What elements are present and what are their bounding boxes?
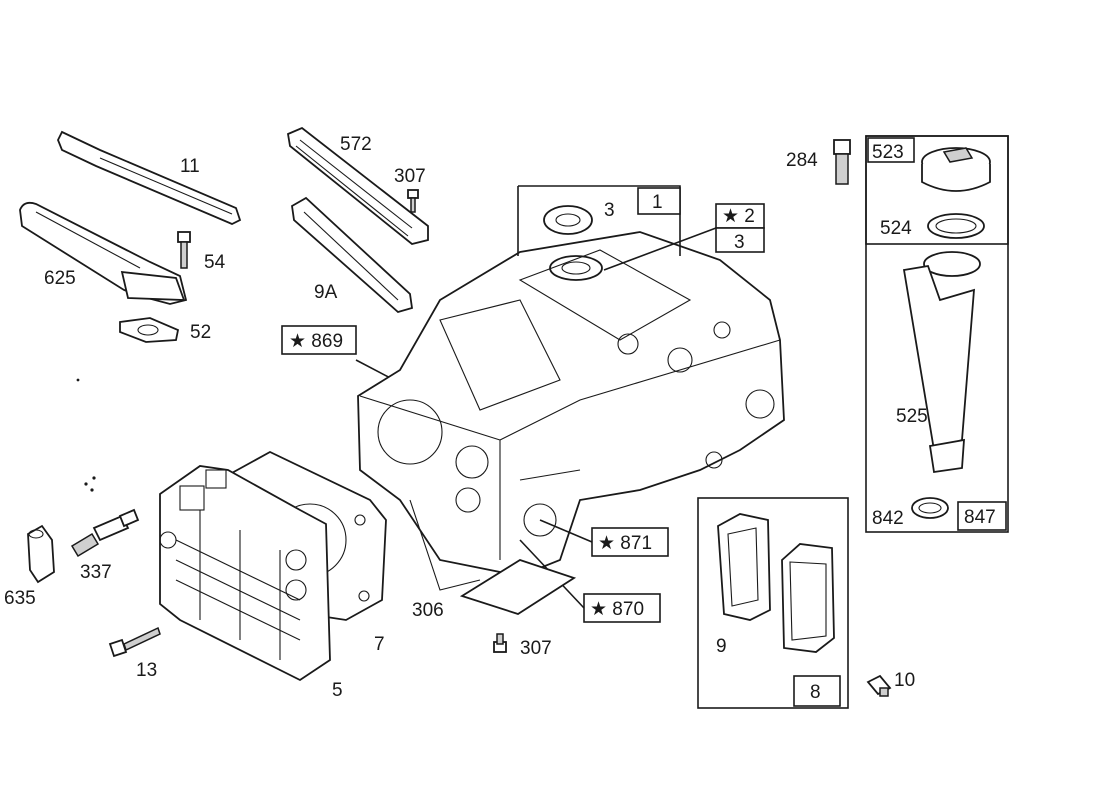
callout-52: 52	[190, 322, 211, 343]
callout-box-871	[591, 527, 669, 557]
stray-marks	[76, 378, 96, 492]
callout-3-box: 3	[734, 232, 745, 253]
callout-13: 13	[136, 660, 157, 681]
part-842-o-ring	[911, 497, 949, 519]
part-525-dipstick-tube	[902, 251, 981, 474]
callout-625: 625	[44, 268, 76, 289]
callout-337: 337	[80, 562, 112, 583]
callout-525: 525	[896, 406, 928, 427]
callout-box-1	[637, 187, 681, 215]
callout-5: 5	[332, 680, 343, 701]
part-54-screw	[177, 231, 191, 269]
callout-box-8	[793, 675, 841, 707]
callout-870: ★ 870	[590, 599, 644, 620]
part-13-bolt	[108, 626, 161, 658]
callout-11: 11	[180, 156, 200, 177]
part-635-spark-boot	[27, 524, 55, 584]
part-306-gasket	[459, 559, 577, 615]
part-307-screw-bottom	[493, 633, 507, 653]
callout-1: 1	[652, 192, 663, 213]
callout-847: 847	[964, 507, 996, 528]
part-52-gasket	[119, 317, 180, 343]
callout-307-top: 307	[394, 166, 426, 187]
callout-box-847	[957, 501, 1007, 531]
part-307-screw-top	[407, 189, 419, 213]
callout-307-bottom: 307	[520, 638, 552, 659]
callout-871: ★ 871	[598, 533, 652, 554]
callout-524: 524	[880, 218, 912, 239]
cylinder-block	[357, 231, 785, 591]
callout-10: 10	[894, 670, 915, 691]
callout-box-3	[715, 227, 765, 253]
frame-part-1	[518, 185, 681, 256]
part-9-gasket	[717, 513, 771, 621]
part-523-dipstick-cap	[921, 147, 991, 192]
part-8-cover	[781, 543, 835, 653]
callout-635: 635	[4, 588, 36, 609]
callout-284: 284	[786, 150, 818, 171]
part-11-tube	[57, 130, 242, 225]
part-5-cylinder-head	[159, 465, 331, 682]
callout-box-2	[715, 203, 765, 229]
callout-54: 54	[204, 252, 226, 273]
callout-9a: 9A	[314, 282, 338, 303]
callout-7: 7	[374, 634, 385, 655]
callout-869: ★ 869	[289, 331, 343, 352]
part-3-seal	[543, 205, 593, 235]
callout-2: ★ 2	[722, 206, 755, 227]
part-572-gasket	[286, 126, 429, 245]
part-284-fitting	[833, 139, 851, 185]
callout-572: 572	[340, 134, 372, 155]
frame-part-523	[865, 135, 1009, 245]
part-524-o-ring	[927, 213, 985, 239]
part-10-plug	[866, 674, 892, 697]
frame-part-8	[697, 497, 849, 709]
callout-box-523	[867, 137, 915, 163]
callout-9: 9	[716, 636, 727, 657]
part-625-breather-tube	[19, 201, 188, 305]
part-9a-gasket	[291, 196, 414, 314]
callout-8: 8	[810, 682, 821, 703]
callout-842: 842	[872, 508, 904, 529]
callout-box-869	[281, 325, 357, 355]
part-337-spark-plug	[70, 508, 140, 558]
callout-306: 306	[412, 600, 444, 621]
callout-523: 523	[872, 142, 904, 163]
callout-3-top: 3	[604, 200, 615, 221]
